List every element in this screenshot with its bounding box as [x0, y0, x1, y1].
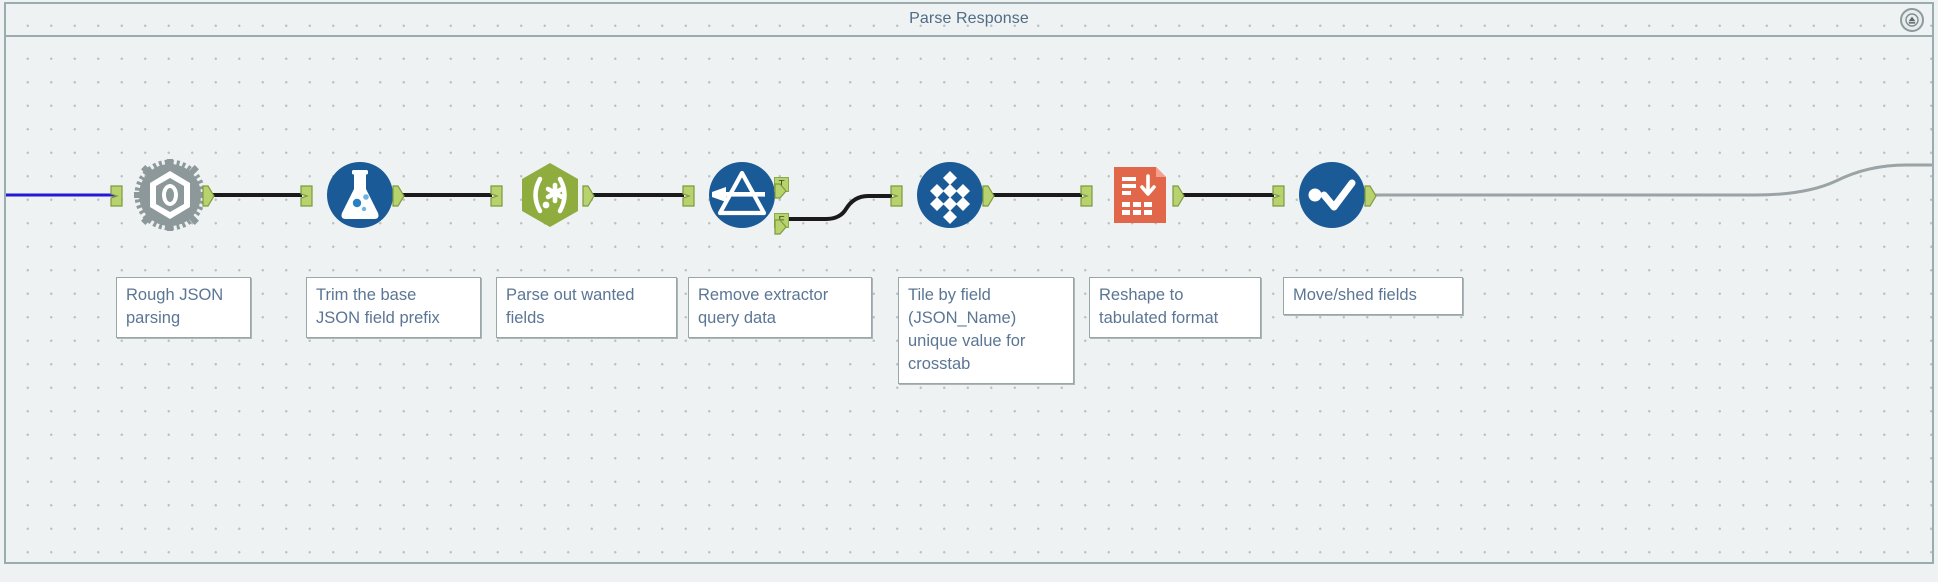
node-4-filter[interactable] — [706, 159, 778, 231]
collapse-circle-up-icon[interactable] — [1900, 8, 1924, 32]
node-4-false-output-anchor[interactable] — [774, 219, 787, 241]
node-4-input-anchor[interactable] — [682, 185, 695, 207]
node-3-input-anchor[interactable] — [490, 185, 503, 207]
node-2-data-cleansing[interactable] — [324, 159, 396, 231]
node-5-tile[interactable] — [914, 159, 986, 231]
node-4-annotation: Remove extractor query data — [688, 277, 872, 338]
node-6-input-anchor[interactable] — [1080, 185, 1093, 207]
json-parse-gear-icon — [134, 159, 206, 231]
node-4-true-output-anchor[interactable] — [774, 183, 787, 205]
node-3-annotation: Parse out wanted fields — [496, 277, 677, 338]
tool-container-body[interactable]: Rough JSON parsing — [6, 37, 1932, 562]
node-3-output-anchor[interactable] — [582, 185, 595, 207]
tool-container[interactable]: Parse Response — [4, 2, 1934, 564]
node-5-input-anchor[interactable] — [890, 185, 903, 207]
node-6-crosstab[interactable] — [1104, 159, 1176, 231]
node-1-json-parse[interactable] — [134, 159, 206, 231]
node-2-annotation: Trim the base JSON field prefix — [306, 277, 481, 338]
data-cleansing-flask-icon — [327, 162, 393, 228]
node-6-annotation: Reshape to tabulated format — [1089, 277, 1261, 338]
node-7-annotation: Move/shed fields — [1283, 277, 1463, 315]
node-1-input-anchor[interactable] — [110, 185, 123, 207]
tool-container-header[interactable]: Parse Response — [6, 4, 1932, 37]
node-3-regex[interactable] — [514, 159, 586, 231]
crosstab-reshape-icon — [1114, 167, 1166, 223]
node-2-output-anchor[interactable] — [392, 185, 405, 207]
select-checkmark-icon — [1299, 162, 1365, 228]
node-5-annotation: Tile by field (JSON_Name) unique value f… — [898, 277, 1074, 384]
node-6-output-anchor[interactable] — [1172, 185, 1185, 207]
header-background-grid — [6, 4, 1932, 35]
node-1-output-anchor[interactable] — [202, 185, 215, 207]
node-7-select[interactable] — [1296, 159, 1368, 231]
tool-container-title: Parse Response — [909, 10, 1029, 27]
regex-hexagon-icon — [522, 163, 578, 227]
node-2-input-anchor[interactable] — [300, 185, 313, 207]
node-1-annotation: Rough JSON parsing — [116, 277, 251, 338]
node-5-output-anchor[interactable] — [982, 185, 995, 207]
node-7-input-anchor[interactable] — [1272, 185, 1285, 207]
tile-diamond-grid-icon — [917, 162, 983, 228]
filter-funnel-icon — [709, 162, 775, 228]
node-7-output-anchor[interactable] — [1364, 185, 1377, 207]
